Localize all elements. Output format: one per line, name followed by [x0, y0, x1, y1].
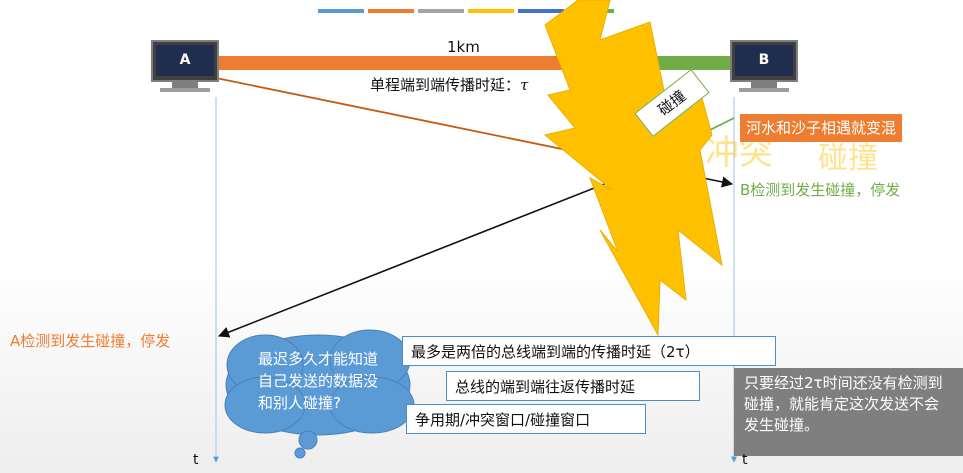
max-delay-box: 最多是两倍的总线端到端的传播时延（2τ）	[402, 336, 776, 366]
host-a-monitor-icon	[151, 40, 219, 92]
strip-navy	[518, 9, 564, 13]
strip-yellow	[468, 9, 514, 13]
ghost-text-right: 碰撞	[818, 141, 878, 176]
strip-gray	[418, 9, 464, 13]
tau-symbol: τ	[520, 76, 529, 94]
one-way-delay-text: 单程端到端传播时延：	[370, 76, 521, 94]
strip-orange	[368, 9, 414, 13]
contention-window-box: 争用期/冲突窗口/碰撞窗口	[406, 404, 646, 434]
thought-cloud	[224, 329, 415, 459]
a-detect-label: A检测到发生碰撞，停发	[10, 332, 171, 350]
host-b-monitor-icon	[730, 40, 798, 92]
host-a-label: A	[179, 52, 191, 68]
b-detect-label: B检测到发生碰撞，停发	[740, 181, 901, 199]
host-b-label: B	[758, 52, 770, 68]
two-tau-note: 只要经过2τ时间还没有检测到碰撞，就能肯定这次发送不会发生碰撞。	[734, 368, 963, 456]
bus-orange-arrow	[216, 51, 584, 75]
axis-a-t-label: t	[193, 452, 199, 468]
cloud-question: 最迟多久才能知道自己发送的数据没和别人碰撞?	[258, 350, 379, 412]
analogy-box: 河水和沙子相遇就变混	[740, 114, 903, 142]
distance-label: 1km	[447, 38, 480, 56]
lightning-bolt-icon	[543, 0, 723, 337]
collision-to-a-arrow	[217, 167, 646, 338]
one-way-delay-label: 单程端到端传播时延：τ	[370, 74, 528, 95]
strip-blue	[318, 9, 364, 13]
axis-b-t-label: t	[742, 452, 748, 468]
round-trip-box: 总线的端到端往返传播时延	[446, 371, 700, 401]
